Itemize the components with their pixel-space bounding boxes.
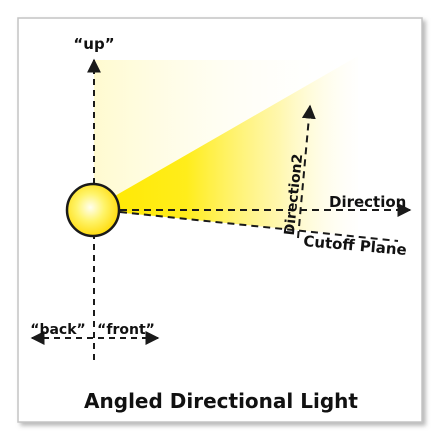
direction-label: Direction: [329, 193, 406, 211]
light-beam: [94, 56, 358, 236]
cutoff-plane-line: [119, 211, 399, 242]
diagram-title: Angled Directional Light: [84, 389, 358, 413]
up-label: “up”: [73, 35, 114, 53]
front-label: “front”: [97, 322, 155, 338]
direction2-arrow: [297, 104, 316, 239]
light-source-icon: [65, 182, 121, 238]
back-label: “back”: [30, 322, 85, 338]
